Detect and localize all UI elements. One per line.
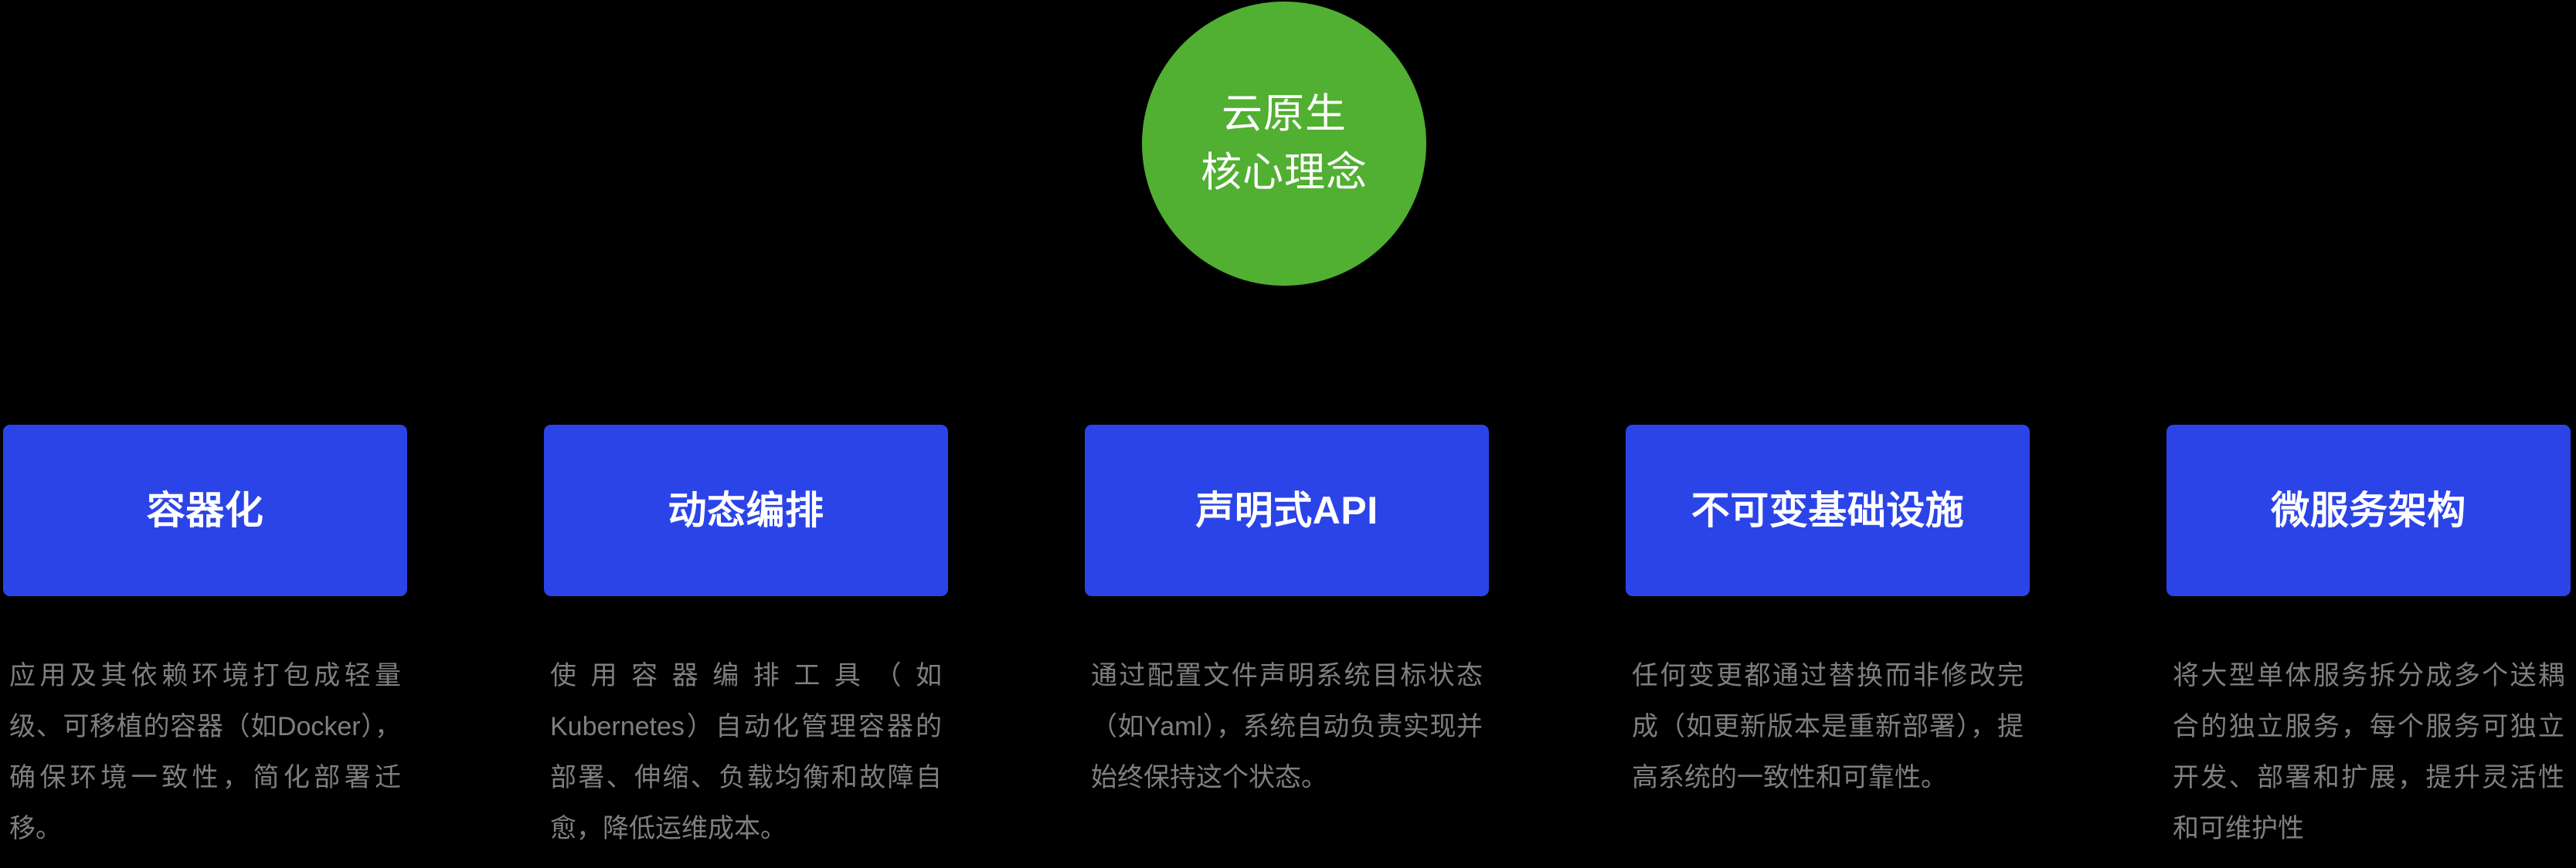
pillar-title: 声明式API [1195, 489, 1378, 532]
central-concept-circle: 云原生 核心理念 [1142, 2, 1426, 286]
pillar-item: 声明式API 通过配置文件声明系统目标状态（如Yaml），系统自动负责实现并始终… [1085, 425, 1489, 803]
pillar-card-microservices-architecture[interactable]: 微服务架构 [2166, 425, 2571, 596]
pillar-title: 动态编排 [668, 489, 824, 532]
pillar-item: 不可变基础设施 任何变更都通过替换而非修改完成（如更新版本是重新部署），提高系统… [1626, 425, 2030, 803]
central-concept-title-line-1: 云原生 [1222, 91, 1347, 137]
pillar-title: 不可变基础设施 [1691, 489, 1965, 532]
pillar-item: 微服务架构 将大型单体服务拆分成多个送耦合的独立服务，每个服务可独立开发、部署和… [2166, 425, 2571, 854]
pillar-card-dynamic-orchestration[interactable]: 动态编排 [544, 425, 948, 596]
pillar-card-containerization[interactable]: 容器化 [3, 425, 407, 596]
pillar-item: 动态编排 使用容器编排工具（如Kubernetes）自动化管理容器的部署、伸缩、… [544, 425, 948, 854]
pillar-description: 应用及其依赖环境打包成轻量级、可移植的容器（如Docker），确保环境一致性，简… [9, 661, 401, 843]
pillar-title: 微服务架构 [2271, 489, 2466, 532]
pillar-description: 使用容器编排工具（如Kubernetes）自动化管理容器的部署、伸缩、负载均衡和… [550, 661, 942, 843]
pillar-item: 容器化 应用及其依赖环境打包成轻量级、可移植的容器（如Docker），确保环境一… [3, 425, 407, 854]
pillar-description: 将大型单体服务拆分成多个送耦合的独立服务，每个服务可独立开发、部署和扩展，提升灵… [2173, 661, 2564, 843]
pillar-description: 任何变更都通过替换而非修改完成（如更新版本是重新部署），提高系统的一致性和可靠性… [1632, 661, 2024, 792]
pillar-card-immutable-infrastructure[interactable]: 不可变基础设施 [1626, 425, 2030, 596]
pillar-description: 通过配置文件声明系统目标状态（如Yaml），系统自动负责实现并始终保持这个状态。 [1091, 661, 1483, 792]
central-concept-title-line-2: 核心理念 [1201, 150, 1368, 195]
pillar-card-declarative-api[interactable]: 声明式API [1085, 425, 1489, 596]
pillar-title: 容器化 [146, 489, 264, 532]
pillar-grid: 容器化 应用及其依赖环境打包成轻量级、可移植的容器（如Docker），确保环境一… [3, 425, 2571, 854]
